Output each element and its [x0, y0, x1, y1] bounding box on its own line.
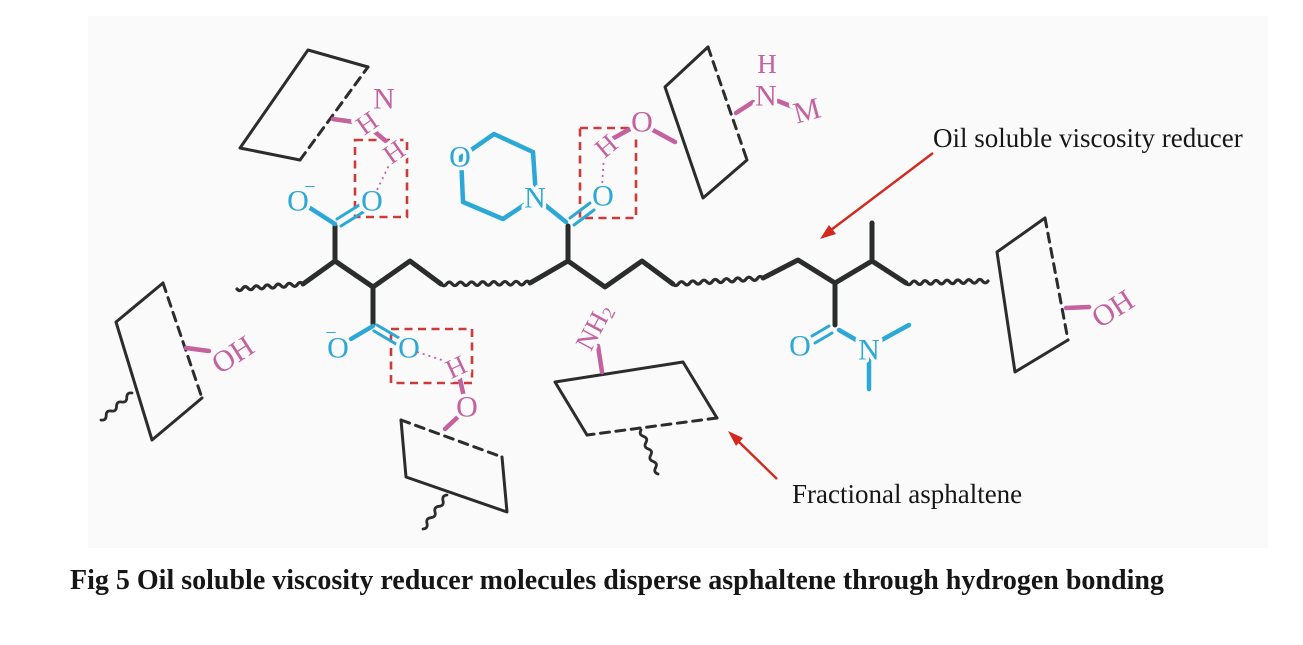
sheet-wavy-tail — [638, 428, 660, 476]
c-o-single-bond — [307, 205, 338, 227]
c-n-bond — [836, 327, 861, 344]
backbone-zigzag-segment — [527, 258, 676, 290]
c-o-double-bond — [339, 209, 367, 228]
h-o-bond — [456, 372, 467, 400]
n-methyl-bond — [875, 322, 912, 345]
asphaltene-arrow-line — [737, 440, 778, 480]
backbone-wavy-segment — [904, 277, 990, 287]
dimethylamide-group: O N — [786, 322, 912, 392]
sheet-nh2-bond — [595, 343, 605, 375]
asphaltene-label: Fractional asphaltene — [792, 479, 1022, 509]
sheet-n-bond — [733, 99, 756, 116]
sheet-wavy-tail — [99, 391, 134, 422]
sheet-solid-edges — [995, 216, 1070, 374]
sheet-solid-edges — [553, 360, 719, 437]
annotation-reducer: Oil soluble viscosity reducer — [820, 123, 1243, 239]
sheet-oh-bond — [183, 345, 212, 354]
o-sheet-bond — [442, 411, 464, 432]
hbond-box-1 — [353, 138, 409, 219]
figure-caption: Fig 5 Oil soluble viscosity reducer mole… — [70, 565, 1164, 596]
c-o-double-bond — [568, 201, 592, 220]
atom-label-ring-o: O — [449, 141, 471, 174]
asphaltene-sheet-left — [99, 281, 204, 442]
reducer-arrow-line — [830, 152, 934, 231]
backbone-wavy-segment — [439, 279, 532, 288]
atom-label-o: O — [789, 330, 811, 363]
c-o-double-bond — [810, 324, 831, 338]
asphaltene-arrow-head — [728, 431, 743, 446]
sheet-dashed-edge — [298, 65, 370, 162]
backbone-wavy-segment — [671, 274, 765, 288]
hbond-box-3 — [389, 327, 474, 385]
sheet-dashed-edge — [161, 281, 204, 400]
charge-label: − — [304, 176, 315, 198]
charge-label: − — [325, 322, 336, 344]
asphaltene-sheet-bottom-middle — [399, 418, 509, 531]
atom-label-carbonyl-o: O — [592, 180, 614, 213]
sheet-dashed-edge — [706, 45, 749, 162]
h-h-bond — [372, 129, 390, 145]
atom-label-n: N — [755, 80, 777, 113]
sheet-dashed-edge — [585, 416, 719, 437]
sheet-wavy-tail — [421, 493, 449, 531]
n-c-bond — [537, 198, 569, 225]
carboxylate-group-2: O − O — [323, 320, 423, 368]
c-o-single-bond — [348, 323, 376, 342]
asphaltene-sheet-right — [995, 216, 1070, 374]
asphaltene-sheet-top-left — [238, 48, 370, 162]
sheet-solid-edges — [114, 281, 204, 442]
atom-label-h: H — [757, 49, 777, 79]
atom-label-o-minus: O — [327, 332, 349, 365]
hydrogen-bond-highlight-boxes — [353, 126, 638, 385]
atom-label-ring-n: N — [524, 182, 546, 215]
sheet-dashed-edge — [399, 418, 504, 459]
reducer-label: Oil soluble viscosity reducer — [933, 123, 1243, 153]
sheet-oh-bond — [1063, 304, 1092, 311]
o-sheet-bond — [648, 126, 678, 145]
hydrogen-bond-dotted — [601, 156, 605, 187]
c-o-double-bond — [335, 202, 363, 221]
polymer-backbone — [235, 220, 990, 328]
c-o-double-bond — [572, 208, 596, 227]
hbond-box-2 — [578, 126, 638, 220]
asphaltene-sheet-top-right — [663, 45, 749, 200]
n-m-bond — [775, 98, 796, 110]
sheet-dashed-edge — [1043, 216, 1070, 342]
hydrogen-bond-dotted — [416, 351, 446, 362]
atom-label-n: N — [373, 83, 395, 116]
reducer-arrow-head — [820, 225, 836, 239]
carboxylate-group-1: O − O — [284, 174, 386, 228]
sheet-solid-edges — [663, 45, 749, 200]
morpholine-ring — [458, 131, 539, 222]
c-o-double-bond — [375, 323, 401, 340]
backbone-wavy-segment — [235, 280, 305, 293]
sheet-h-bond — [330, 116, 357, 125]
h-o-bond — [609, 126, 633, 142]
c-o-double-bond — [372, 329, 398, 346]
c-o-double-bond — [813, 331, 834, 345]
asphaltene-sheet-bottom-right — [553, 360, 719, 476]
atom-label-n: N — [858, 334, 880, 367]
sheet-solid-edges — [399, 418, 509, 514]
sheet-solid-edges — [238, 48, 370, 162]
annotation-asphaltene: Fractional asphaltene — [728, 431, 1022, 509]
atom-label-o: O — [398, 332, 420, 365]
atom-label-o: O — [361, 185, 383, 218]
atom-label-o: O — [456, 391, 478, 424]
atom-label-o-minus: O — [287, 185, 309, 218]
atom-label-o: O — [631, 106, 653, 139]
